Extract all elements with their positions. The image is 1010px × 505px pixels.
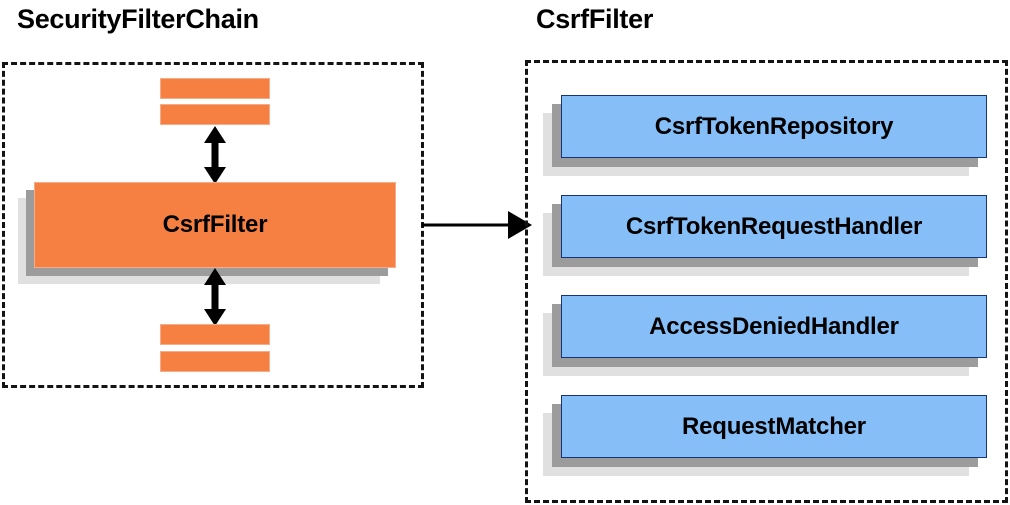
csrf-token-request-handler-face: CsrfTokenRequestHandler: [561, 195, 987, 258]
access-denied-handler-label: AccessDeniedHandler: [649, 312, 899, 340]
block-csrf-filter: CsrfFilter: [18, 182, 396, 284]
block-filter-slot-4: [160, 351, 270, 372]
block-filter-slot-3: [160, 324, 270, 345]
panel-title-csrf-filter: CsrfFilter: [536, 4, 654, 34]
block-filter-slot-2: [160, 104, 270, 125]
csrf-token-repository-face: CsrfTokenRepository: [561, 95, 987, 158]
panel-title-security-filter-chain: SecurityFilterChain: [17, 4, 259, 34]
csrf-filter-face: CsrfFilter: [34, 182, 396, 268]
csrf-token-repository-label: CsrfTokenRepository: [654, 112, 894, 140]
block-csrf-token-request-handler: CsrfTokenRequestHandler: [543, 195, 987, 276]
csrf-filter-label: CsrfFilter: [162, 211, 268, 238]
connector-chain-down-arrow: [204, 268, 226, 326]
request-matcher-face: RequestMatcher: [561, 395, 987, 458]
panel-csrf-filter-detail: [525, 60, 1008, 503]
block-filter-slot-1: [160, 78, 270, 99]
connector-chain-up-arrow: [204, 126, 226, 184]
block-request-matcher: RequestMatcher: [543, 395, 987, 476]
request-matcher-label: RequestMatcher: [682, 412, 866, 440]
block-csrf-token-repository: CsrfTokenRepository: [543, 95, 987, 176]
block-access-denied-handler: AccessDeniedHandler: [543, 295, 987, 376]
connector-expand-arrow: [422, 211, 532, 239]
csrf-token-request-handler-label: CsrfTokenRequestHandler: [625, 212, 923, 240]
access-denied-handler-face: AccessDeniedHandler: [561, 295, 987, 358]
